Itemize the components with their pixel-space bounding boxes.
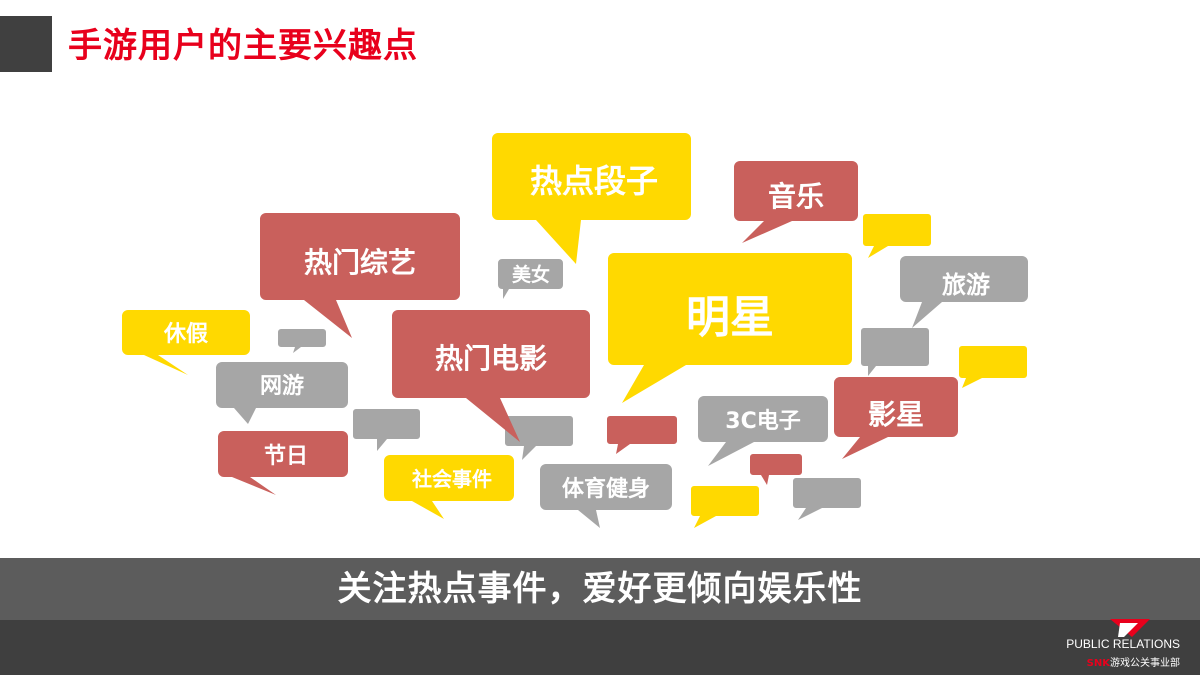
decor-bubble: [353, 409, 420, 451]
title-accent-bar: [0, 16, 52, 72]
interest-bubble-cloud: 热点段子 音乐 热门综艺 美女 明星 旅游 休假 热门电影 网游 3C电子 影星: [122, 133, 1028, 528]
bubble-online-games: 网游: [216, 362, 348, 424]
logo-title: PUBLIC RELATIONS: [1066, 637, 1180, 651]
decor-bubble: [750, 454, 802, 485]
bubble-label: 音乐: [768, 180, 824, 213]
logo-brand: SNK: [1086, 658, 1110, 669]
bubble-variety-shows: 热门综艺: [260, 213, 460, 338]
logo-white-stroke: [1118, 623, 1138, 637]
bubble-shape: [900, 256, 1028, 328]
logo-sub-text: 游戏公关事业部: [1110, 658, 1180, 669]
bubble-label: 体育健身: [562, 476, 650, 502]
bubble-shape: [698, 396, 828, 466]
bubble-label: 热门综艺: [304, 246, 416, 279]
bubble-label: 热门电影: [435, 342, 547, 375]
bubble-label: 明星: [686, 292, 774, 343]
bubble-label: 社会事件: [411, 467, 492, 491]
bubble-label: 热点段子: [530, 162, 658, 200]
bubble-shape: [498, 259, 563, 299]
summary-banner-bg: [0, 558, 1200, 620]
logo-subtitle: SNK游戏公关事业部: [1087, 654, 1180, 669]
decor-bubble: [607, 416, 677, 454]
page-title: 手游用户的主要兴趣点: [68, 26, 418, 66]
bubble-shape: [492, 133, 691, 264]
bubble-label: 3C电子: [725, 409, 800, 434]
bubble-festivals: 节日: [218, 431, 348, 495]
decor-bubble: [861, 328, 929, 376]
bubble-movie-stars: 影星: [834, 377, 958, 459]
bubble-vacation: 休假: [122, 310, 250, 375]
decor-bubble: [691, 486, 759, 528]
decor-bubble: [505, 416, 573, 460]
bubble-beauty: 美女: [498, 259, 563, 299]
decor-bubble: [793, 478, 861, 520]
decor-bubble: [863, 214, 931, 258]
bubble-shape: [218, 431, 348, 495]
bubble-label: 网游: [260, 373, 304, 399]
bubble-label: 休假: [163, 322, 208, 347]
bubble-music: 音乐: [734, 161, 858, 243]
bubble-shape: [216, 362, 348, 424]
decor-bubble: [959, 346, 1027, 388]
bubble-label: 美女: [512, 263, 550, 286]
bubble-hot-jokes: 热点段子: [492, 133, 691, 264]
decor-bubbles: [278, 214, 1027, 528]
bubble-label: 影星: [868, 398, 924, 431]
bubble-sports-fitness: 体育健身: [540, 464, 672, 528]
bubble-shape: [608, 253, 852, 403]
bubble-label: 节日: [264, 444, 308, 469]
summary-banner-text: 关注热点事件，爱好更倾向娱乐性: [337, 569, 863, 609]
pr-logo-icon: [1110, 619, 1150, 637]
bubble-shape: [122, 310, 250, 375]
bubble-celebrity: 明星: [608, 253, 852, 403]
bubble-3c-electronics: 3C电子: [698, 396, 828, 466]
decor-bubble: [278, 329, 326, 353]
bubble-label: 旅游: [942, 271, 990, 299]
bubble-travel: 旅游: [900, 256, 1028, 328]
bubble-shape: [392, 310, 590, 442]
bubble-shape: [734, 161, 858, 243]
bubble-shape: [540, 464, 672, 528]
bubble-hot-movies: 热门电影: [392, 310, 590, 442]
bubble-shape: [260, 213, 460, 338]
bubble-shape: [834, 377, 958, 459]
bubble-social-events: 社会事件: [384, 455, 514, 519]
footer-bar: [0, 620, 1200, 675]
bubble-shape: [384, 455, 514, 519]
